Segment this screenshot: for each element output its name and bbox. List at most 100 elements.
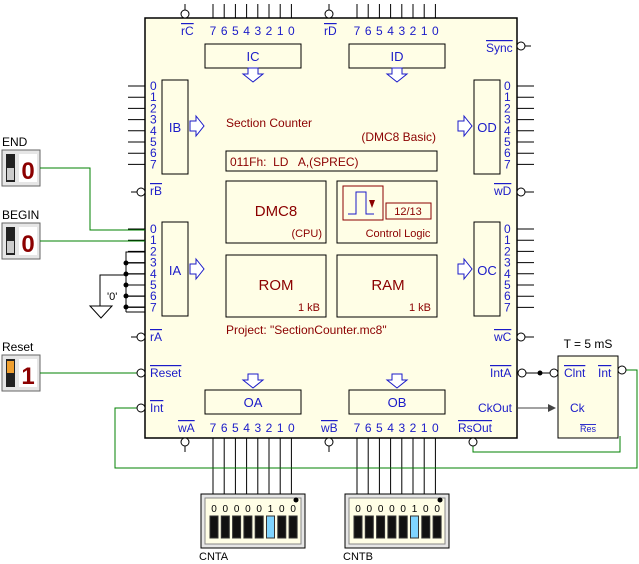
right-pin-digit: 3 [504,113,511,127]
display-switch [432,515,442,539]
top-bit-digit: 5 [232,24,239,38]
right-pin-digit: 4 [504,124,511,138]
instruction-box [225,150,438,172]
bottom-bit-digit: 7 [354,421,361,435]
display-switch [288,515,298,539]
begin-switch[interactable]: 0 [1,222,41,260]
left-pin-digit: 2 [150,101,157,115]
instruction-text: 011Fh: LD A,(SPREC) [230,155,359,169]
ground-label: '0' [107,291,117,303]
left-pin-digit: 4 [150,124,157,138]
id-arrow-icon [385,67,409,83]
left-pin-digit: 7 [150,157,157,171]
bottom-bit-digit: 4 [243,421,250,435]
rA-label: rA [150,330,162,344]
wB-bubble [324,437,334,447]
end-wire [40,167,145,231]
left-pin-digit: 7 [150,300,157,314]
top-bit-digit: 0 [432,24,439,38]
rsout-bubble [468,437,478,447]
left-pin-digit: 3 [150,113,157,127]
bottom-bit-digit: 6 [221,421,228,435]
ram-name: RAM [371,277,404,294]
oa-arrow-icon [241,373,265,389]
display-digit: 0 [279,504,285,515]
rA-bubble [136,332,146,342]
od-arrow-icon [457,114,473,138]
display-switch [364,515,374,539]
display-digit: 0 [400,504,406,515]
left-pin-digit: 4 [150,267,157,281]
oa-label: OA [244,395,263,410]
timer-int: Int [598,366,612,380]
clock-icon [342,185,384,221]
left-pin-digit: 6 [150,289,157,303]
wC-bubble [516,332,526,342]
rC-bubble [180,9,190,19]
end-switch-display [19,154,37,182]
top-bit-digit: 3 [254,24,261,38]
bottom-bit-digit: 1 [421,421,428,435]
display-switch [254,515,264,539]
ia-arrow-icon [189,257,205,281]
display-digit: 0 [234,504,240,515]
ic-arrow-icon [241,67,265,83]
project-text: Project: "SectionCounter.mc8" [226,323,387,337]
oc-arrow-icon [457,257,473,281]
begin-label: BEGIN [2,208,39,222]
display-digit: 0 [211,504,217,515]
left-pin-digit: 0 [150,222,157,236]
oc-block [473,221,501,317]
end-switch[interactable]: 0 [1,149,41,187]
right-pin-digit: 2 [504,101,511,115]
reset-switch[interactable]: 1 [1,354,41,392]
oc-label: OC [477,263,497,278]
ob-arrow-icon [385,373,409,389]
display-window [348,497,446,545]
cpu-name: DMC8 [255,203,298,220]
ram-block [336,254,438,318]
wD-label: wD [493,184,512,198]
top-bit-digit: 2 [266,24,273,38]
display-switch [232,515,242,539]
right-pin-digit: 1 [504,233,511,247]
rsout-pin-label: RsOut [458,421,493,435]
right-pin-digit: 0 [504,79,511,93]
timer-label: T = 5 mS [564,337,613,351]
display-switch [220,515,230,539]
wA-label: wA [177,421,195,435]
bottom-bit-digit: 0 [288,421,295,435]
bottom-bit-digit: 3 [398,421,405,435]
bottom-bit-digit: 1 [277,421,284,435]
ram-size: 1 kB [409,302,431,314]
reset-pin-label: Reset [150,366,182,380]
int-pin-label: Int [150,401,164,415]
display-switch [277,515,287,539]
left-pin-digit: 3 [150,256,157,270]
display-digit: 1 [268,504,274,515]
id-label: ID [391,49,404,64]
end-label: END [2,135,28,149]
ob-label: OB [388,395,407,410]
control-label: Control Logic [366,228,431,240]
bottom-bit-digit: 5 [232,421,239,435]
cpu-sub: (CPU) [291,228,322,240]
control-counter: 12/13 [394,206,422,218]
begin-value: 0 [21,231,34,258]
ckout-pin-label: CkOut [478,401,513,415]
clock-wave-icon [348,191,374,215]
ia-block [161,221,189,317]
cntb-label: CNTB [343,551,373,563]
timer-clnt: Clnt [564,366,586,380]
id-block [348,43,446,69]
cpu-block [225,180,327,244]
left-pin-digit: 5 [150,278,157,292]
reset-switch-knob [7,361,14,373]
display-digit: 0 [389,504,395,515]
display-window [204,497,302,545]
top-bit-digit: 3 [398,24,405,38]
